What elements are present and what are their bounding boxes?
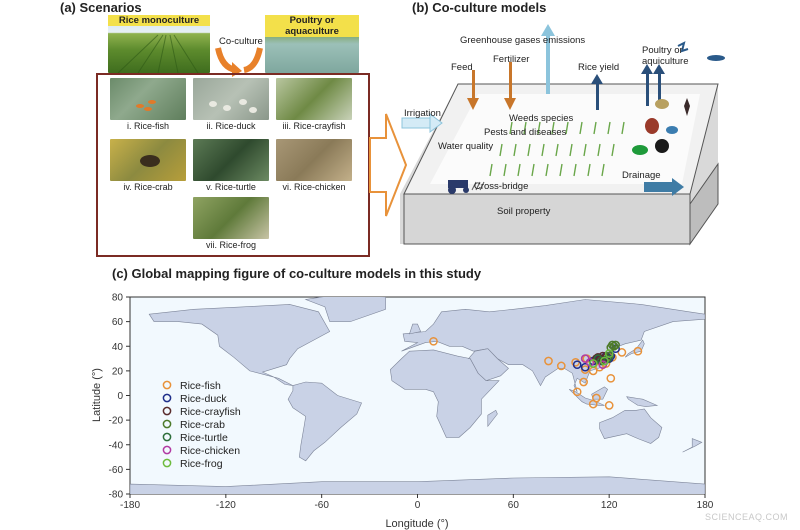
poultry-aquaculture-label: Poultry or aquaculture: [265, 15, 359, 37]
rice-chicken-photo: [276, 139, 352, 181]
rice-frog-photo: [193, 197, 269, 239]
data-point-rice-frog: [588, 359, 598, 368]
caption-rice-turtle: v. Rice-turtle: [206, 182, 256, 192]
continents: [130, 297, 705, 494]
panel-b-title: (b) Co-culture models: [412, 0, 547, 15]
landmass-6: [487, 409, 498, 428]
panel-a-title: (a) Scenarios: [60, 0, 142, 15]
irrigation-label: Irrigation: [404, 108, 441, 119]
rice-monoculture-label: Rice monoculture: [108, 15, 210, 26]
x-axis-label: Longitude (°): [385, 518, 448, 530]
y-tick-label: 20: [112, 366, 124, 377]
rice-yield-label: Rice yield: [578, 62, 620, 73]
y-axis-label: Latitude (°): [91, 368, 103, 422]
landmass-5: [467, 348, 509, 382]
watermark: SCIENCEAQ.COM: [704, 512, 788, 522]
legend-marker: [162, 432, 172, 442]
panel-c-title: (c) Global mapping figure of co-culture …: [112, 266, 482, 281]
y-tick-label: -80: [109, 490, 124, 501]
fertilizer-label: Fertilizer: [493, 54, 530, 65]
data-point-rice-fish: [429, 336, 438, 346]
x-tick-label: -180: [120, 500, 140, 511]
legend-marker: [162, 458, 172, 468]
rice-duck-photo: [193, 78, 269, 120]
legend-label: Rice-turtle: [180, 432, 228, 444]
co-culture-model-diagram: [400, 24, 725, 246]
landmass-1: [287, 381, 363, 462]
landmass-11: [626, 396, 659, 407]
landmass-0: [148, 304, 331, 386]
legend-label: Rice-crab: [180, 419, 225, 431]
y-tick-label: -60: [109, 465, 124, 476]
caption-rice-duck: ii. Rice-duck: [206, 121, 256, 131]
water-quality-label: Water quality: [438, 141, 494, 152]
landmass-4: [389, 349, 500, 438]
rice-crab-photo: [110, 139, 186, 181]
landmass-9: [568, 389, 605, 406]
landmass-2: [304, 297, 386, 322]
y-tick-label: 80: [112, 293, 124, 304]
data-point-rice-fish: [617, 348, 627, 357]
landmass-14: [682, 438, 703, 453]
caption-rice-crab: iv. Rice-crab: [123, 182, 173, 192]
data-point-rice-fish: [633, 346, 643, 356]
data-point-rice-fish: [606, 373, 616, 383]
y-tick-label: -40: [109, 440, 124, 451]
rice-crayfish-photo: [276, 78, 352, 120]
pests-label: Pests and diseases: [484, 127, 567, 138]
big-arrow-icon: [369, 113, 408, 217]
legend-label: Rice-crayfish: [180, 406, 241, 418]
poultry-label: Poultry or aquiculture: [642, 45, 689, 67]
data-point-rice-crab: [611, 340, 620, 350]
x-tick-label: 60: [508, 500, 520, 511]
legend-marker: [162, 393, 172, 403]
data-point-rice-crab: [606, 343, 616, 352]
legend-label: Rice-frog: [180, 458, 223, 470]
landmass-13: [130, 476, 705, 494]
co-culture-label: Co-culture: [219, 36, 263, 47]
caption-rice-frog: vii. Rice-frog: [205, 240, 256, 250]
caption-rice-chicken: vi. Rice-chicken: [282, 182, 346, 192]
x-tick-label: 0: [415, 500, 421, 511]
y-tick-label: 0: [117, 391, 123, 402]
data-point-rice-frog: [600, 356, 609, 366]
feed-label: Feed: [451, 62, 473, 73]
x-tick-label: -120: [216, 500, 236, 511]
legend-label: Rice-duck: [180, 393, 227, 405]
data-point-rice-duck: [580, 362, 590, 372]
x-tick-label: 180: [697, 500, 714, 511]
legend-marker: [162, 380, 172, 390]
legend-marker: [162, 406, 172, 416]
data-point-rice-fish: [556, 361, 566, 371]
landmass-8: [624, 339, 645, 358]
data-point-rice-fish: [592, 393, 601, 403]
data-point-rice-frog: [604, 349, 614, 358]
rice-turtle-photo: [193, 139, 269, 181]
weeds-label: Weeds species: [509, 113, 574, 124]
legend-marker: [162, 419, 172, 429]
landmass-12: [409, 323, 422, 335]
data-point-rice-fish: [544, 356, 553, 366]
rice-fish-photo: [110, 78, 186, 120]
legend-label: Rice-fish: [180, 380, 221, 392]
y-tick-label: 60: [112, 317, 124, 328]
x-tick-label: 120: [601, 500, 618, 511]
data-point-rice-fish: [604, 401, 614, 410]
cross-bridge-label: Cross-bridge: [474, 181, 529, 192]
data-point-rice-duck: [572, 360, 582, 370]
data-point-rice-fish: [579, 377, 588, 387]
landmass-7: [599, 408, 663, 444]
ghg-label: Greenhouse gases emissions: [460, 35, 586, 46]
legend-label: Rice-chicken: [180, 445, 240, 457]
caption-rice-crayfish: iii. Rice-crayfish: [282, 121, 346, 131]
drainage-label: Drainage: [622, 170, 661, 181]
caption-rice-fish: i. Rice-fish: [126, 121, 169, 131]
y-tick-label: -20: [109, 416, 124, 427]
legend-marker: [162, 445, 172, 455]
data-point-rice-fish: [572, 387, 582, 397]
soil-label: Soil property: [497, 206, 551, 217]
x-tick-label: -60: [314, 500, 329, 511]
y-tick-label: 40: [112, 342, 124, 353]
